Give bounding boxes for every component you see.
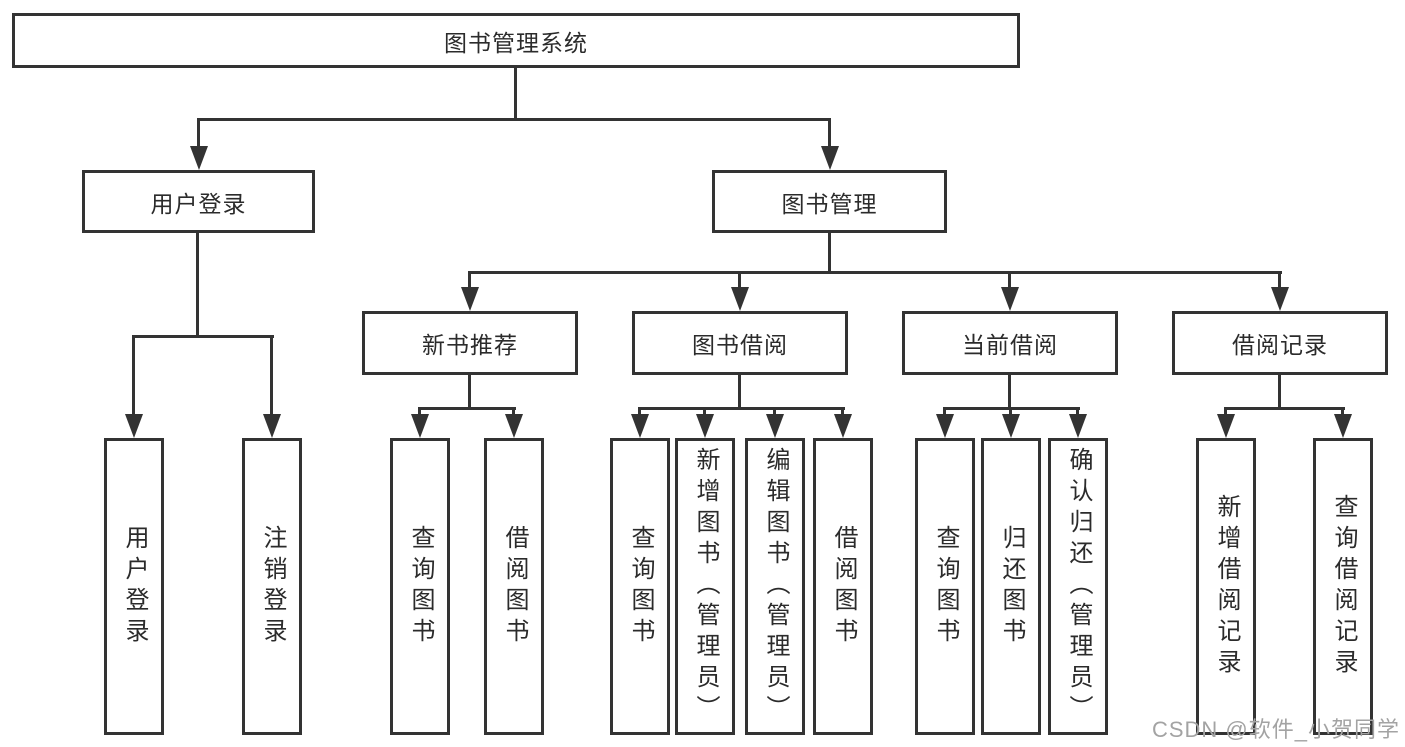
- leaf-borrow-books-borrowing: 借阅图书: [813, 438, 873, 735]
- leaf-query-borrow-record: 查询借阅记录: [1313, 438, 1373, 735]
- arrowhead-borrow-books-borrowing: [834, 414, 852, 438]
- connector-root-stem: [514, 68, 517, 120]
- node-book-management: 图书管理: [712, 170, 947, 233]
- leaf-borrow-books-recommend: 借阅图书: [484, 438, 544, 735]
- connector-drop-add-borrow-record: [1224, 407, 1227, 418]
- connector-new-book-recommend-stem: [468, 373, 471, 410]
- connector-user-login-rail: [132, 335, 274, 338]
- node-current-borrowing-label: 当前借阅: [962, 332, 1058, 358]
- connector-book-management-rail: [468, 271, 1282, 274]
- leaf-query-borrow-record-label: 查询借阅记录: [1330, 493, 1357, 680]
- connector-drop-book-management: [828, 118, 831, 148]
- connector-book-management-stem: [828, 231, 831, 274]
- connector-drop-new-book-recommend: [468, 271, 471, 289]
- connector-drop-query-books-recommend: [418, 407, 421, 418]
- connector-drop-edit-book-admin: [773, 407, 776, 418]
- connector-borrowing-records-rail: [1224, 407, 1345, 410]
- connector-drop-borrow-books-borrowing: [841, 407, 844, 418]
- arrowhead-add-borrow-record: [1217, 414, 1235, 438]
- node-borrowing-records-label: 借阅记录: [1232, 332, 1328, 358]
- node-library-system-label: 图书管理系统: [444, 29, 588, 56]
- leaf-query-books-borrowing-label: 查询图书: [627, 524, 654, 649]
- connector-drop-query-books-borrowing: [638, 407, 641, 418]
- leaf-query-books-borrowing: 查询图书: [610, 438, 670, 735]
- csdn-watermark: CSDN @软件_小贺同学: [1151, 717, 1400, 742]
- node-book-management-label: 图书管理: [781, 190, 878, 217]
- node-new-book-recommend: 新书推荐: [362, 311, 578, 375]
- leaf-borrow-books-borrowing-label: 借阅图书: [830, 524, 857, 649]
- node-new-book-recommend-label: 新书推荐: [422, 332, 518, 358]
- arrowhead-return-books: [1002, 414, 1020, 438]
- node-book-borrowing: 图书借阅: [632, 311, 848, 375]
- connector-borrowing-records-stem: [1278, 373, 1281, 410]
- leaf-edit-book-admin: 编辑图书（管理员）: [745, 438, 805, 735]
- connector-root-rail: [197, 118, 831, 121]
- leaf-add-borrow-record-label: 新增借阅记录: [1213, 493, 1240, 680]
- arrowhead-book-management: [821, 146, 839, 170]
- leaf-logout-label: 注销登录: [259, 524, 286, 649]
- arrowhead-leaf-user-login: [125, 414, 143, 438]
- arrowhead-query-borrow-record: [1334, 414, 1352, 438]
- leaf-query-books-current-label: 查询图书: [932, 524, 959, 649]
- connector-drop-current-borrowing: [1008, 271, 1011, 289]
- connector-user-login-stem: [196, 231, 199, 338]
- arrowhead-borrow-books-recommend: [505, 414, 523, 438]
- leaf-query-books-current: 查询图书: [915, 438, 975, 735]
- arrowhead-book-borrowing: [731, 287, 749, 311]
- connector-drop-query-books-current: [943, 407, 946, 418]
- node-user-login-label: 用户登录: [150, 190, 247, 217]
- leaf-confirm-return-admin-label: 确认归还（管理员）: [1065, 447, 1092, 726]
- arrowhead-borrowing-records: [1271, 287, 1289, 311]
- connector-drop-leaf-user-login: [132, 335, 135, 416]
- connector-drop-borrow-books-recommend: [512, 407, 515, 418]
- node-borrowing-records: 借阅记录: [1172, 311, 1388, 375]
- connector-drop-borrowing-records: [1278, 271, 1281, 289]
- leaf-confirm-return-admin: 确认归还（管理员）: [1048, 438, 1108, 735]
- arrowhead-current-borrowing: [1001, 287, 1019, 311]
- connector-drop-user-login: [197, 118, 200, 148]
- node-user-login: 用户登录: [82, 170, 315, 233]
- leaf-add-borrow-record: 新增借阅记录: [1196, 438, 1256, 735]
- leaf-return-books: 归还图书: [981, 438, 1041, 735]
- leaf-user-login: 用户登录: [104, 438, 164, 735]
- leaf-logout: 注销登录: [242, 438, 302, 735]
- arrowhead-query-books-recommend: [411, 414, 429, 438]
- connector-book-borrowing-stem: [738, 373, 741, 410]
- leaf-edit-book-admin-label: 编辑图书（管理员）: [762, 447, 789, 726]
- leaf-return-books-label: 归还图书: [998, 524, 1025, 649]
- connector-drop-leaf-logout: [270, 335, 273, 416]
- connector-new-book-recommend-rail: [418, 407, 516, 410]
- leaf-add-book-admin-label: 新增图书（管理员）: [692, 447, 719, 726]
- arrowhead-user-login: [190, 146, 208, 170]
- connector-drop-query-borrow-record: [1341, 407, 1344, 418]
- leaf-borrow-books-recommend-label: 借阅图书: [501, 524, 528, 649]
- connector-drop-add-book-admin: [703, 407, 706, 418]
- connector-book-borrowing-rail: [638, 407, 845, 410]
- leaf-user-login-label: 用户登录: [121, 524, 148, 649]
- arrowhead-edit-book-admin: [766, 414, 784, 438]
- arrowhead-query-books-current: [936, 414, 954, 438]
- leaf-query-books-recommend-label: 查询图书: [407, 524, 434, 649]
- node-library-system: 图书管理系统: [12, 13, 1020, 68]
- connector-current-borrowing-stem: [1008, 373, 1011, 410]
- connector-drop-return-books: [1009, 407, 1012, 418]
- node-current-borrowing: 当前借阅: [902, 311, 1118, 375]
- connector-drop-confirm-return-admin: [1076, 407, 1079, 418]
- arrowhead-add-book-admin: [696, 414, 714, 438]
- arrowhead-leaf-logout: [263, 414, 281, 438]
- leaf-add-book-admin: 新增图书（管理员）: [675, 438, 735, 735]
- node-book-borrowing-label: 图书借阅: [692, 332, 788, 358]
- leaf-query-books-recommend: 查询图书: [390, 438, 450, 735]
- connector-drop-book-borrowing: [738, 271, 741, 289]
- arrowhead-confirm-return-admin: [1069, 414, 1087, 438]
- arrowhead-query-books-borrowing: [631, 414, 649, 438]
- arrowhead-new-book-recommend: [461, 287, 479, 311]
